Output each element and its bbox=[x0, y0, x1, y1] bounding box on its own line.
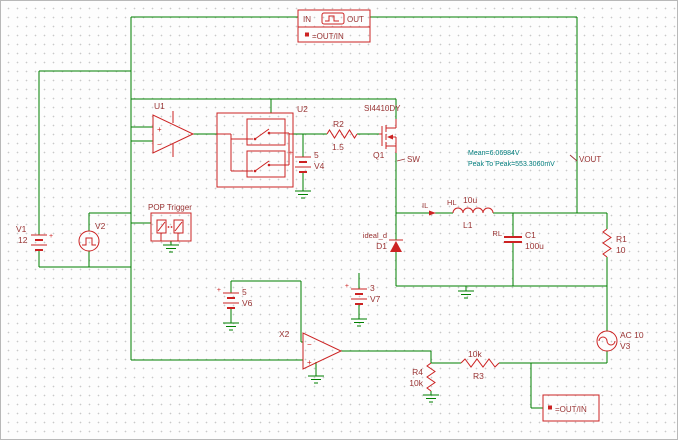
ground-v4 bbox=[295, 190, 311, 199]
q1-part-label[interactable]: SI4410DY bbox=[364, 104, 401, 113]
ground-symbols[interactable] bbox=[163, 190, 474, 403]
component-v3-ac-source[interactable]: AC 10 V3 bbox=[596, 330, 644, 352]
component-r4-resistor[interactable]: R4 10k bbox=[409, 362, 436, 392]
v4-ref-label[interactable]: V4 bbox=[314, 161, 325, 171]
v1-plus-mark: + bbox=[49, 233, 53, 240]
l1-ref-label[interactable]: L1 bbox=[463, 220, 473, 230]
ground-v7 bbox=[351, 318, 367, 327]
q1-ref-label[interactable]: Q1 bbox=[373, 150, 385, 160]
u1-ref-label[interactable]: U1 bbox=[154, 101, 165, 111]
probe-in-label: IN bbox=[303, 15, 311, 24]
v6-ref-label[interactable]: V6 bbox=[242, 298, 253, 308]
probe-bullet-icon bbox=[305, 32, 309, 37]
component-v4-battery[interactable]: 5 V4 + bbox=[289, 150, 325, 173]
component-v1-battery[interactable]: V1 12 + bbox=[16, 224, 53, 251]
v4-plus-mark: + bbox=[289, 150, 293, 157]
component-l1-inductor[interactable]: 10u L1 IL HL bbox=[422, 195, 494, 230]
probe-out-label: OUT bbox=[347, 15, 364, 24]
vout-mean-readout[interactable]: Mean=6.06984V bbox=[468, 150, 520, 157]
r4-value-label[interactable]: 10k bbox=[409, 378, 423, 388]
probe-top-loop-gain[interactable]: IN OUT =OUT/IN bbox=[297, 9, 371, 43]
probe-top-expression[interactable]: =OUT/IN bbox=[312, 32, 344, 41]
v4-value-label[interactable]: 5 bbox=[314, 150, 319, 160]
component-u1-opamp[interactable]: U1 + − bbox=[152, 101, 195, 157]
v3-ref-label[interactable]: V3 bbox=[620, 341, 631, 351]
u2-ref-label[interactable]: U2 bbox=[297, 104, 308, 114]
component-r3-resistor[interactable]: 10k R3 bbox=[460, 349, 500, 381]
c1-ref-label[interactable]: C1 bbox=[525, 230, 536, 240]
v7-ref-label[interactable]: V7 bbox=[370, 294, 381, 304]
net-labels[interactable]: SW VOUT bbox=[396, 154, 601, 164]
v3-value-label[interactable]: AC 10 bbox=[620, 330, 644, 340]
r1-ref-label[interactable]: R1 bbox=[616, 234, 627, 244]
ground-r4 bbox=[423, 394, 439, 403]
component-r2-resistor[interactable]: R2 1.5 bbox=[326, 119, 358, 152]
v1-ref-label[interactable]: V1 bbox=[16, 224, 27, 234]
net-label-sw[interactable]: SW bbox=[407, 155, 420, 164]
component-r1-resistor[interactable]: R1 10 bbox=[602, 228, 627, 258]
r3-ref-label[interactable]: R3 bbox=[473, 371, 484, 381]
x2-minus-mark: − bbox=[307, 340, 312, 349]
current-probe-arrow bbox=[429, 210, 436, 216]
pop-trigger-label[interactable]: POP Trigger bbox=[148, 203, 192, 212]
d1-ref-label[interactable]: D1 bbox=[376, 241, 387, 251]
component-x2-opamp[interactable]: − + X2 bbox=[279, 329, 343, 370]
x2-ref-label[interactable]: X2 bbox=[279, 329, 290, 339]
component-q1-mosfet[interactable]: SI4410DY Q1 bbox=[364, 104, 401, 160]
v2-ref-label[interactable]: V2 bbox=[95, 221, 106, 231]
ground-x2 bbox=[308, 375, 324, 384]
vout-peak-to-peak-readout[interactable]: Peak To Peak=553.3060mV bbox=[468, 161, 555, 168]
probe-bullet-icon bbox=[548, 405, 552, 410]
ground-v6 bbox=[223, 322, 239, 331]
component-v7-battery[interactable]: 3 V7 + bbox=[345, 283, 381, 305]
r3-value-label[interactable]: 10k bbox=[468, 349, 482, 359]
r1-value-label[interactable]: 10 bbox=[616, 245, 626, 255]
probe-il-label[interactable]: IL bbox=[422, 201, 428, 210]
component-pop-trigger[interactable]: POP Trigger bbox=[148, 203, 192, 242]
u1-minus-mark: − bbox=[157, 140, 162, 149]
v6-value-label[interactable]: 5 bbox=[242, 287, 247, 297]
d1-part-label[interactable]: ideal_d bbox=[363, 231, 387, 240]
r4-ref-label[interactable]: R4 bbox=[412, 367, 423, 377]
u1-plus-mark: + bbox=[157, 125, 162, 134]
v7-plus-mark: + bbox=[345, 283, 349, 290]
measurement-readouts[interactable]: Mean=6.06984V Peak To Peak=553.3060mV bbox=[468, 150, 555, 168]
probe-hl-label[interactable]: HL bbox=[447, 198, 457, 207]
component-d1-diode[interactable]: ideal_d D1 bbox=[363, 231, 403, 252]
l1-value-label[interactable]: 10u bbox=[463, 195, 477, 205]
v6-plus-mark: + bbox=[217, 287, 221, 294]
probe-bottom-loop-gain[interactable]: =OUT/IN bbox=[542, 394, 600, 422]
component-c1-capacitor[interactable]: C1 100u RL bbox=[492, 229, 544, 251]
transfer-function-icon bbox=[321, 12, 345, 25]
x2-plus-mark: + bbox=[307, 358, 312, 367]
c1-value-label[interactable]: 100u bbox=[525, 241, 544, 251]
ground-output bbox=[458, 290, 474, 299]
r2-value-label[interactable]: 1.5 bbox=[332, 142, 344, 152]
component-v6-battery[interactable]: 5 V6 + bbox=[217, 287, 253, 309]
ground-pop bbox=[163, 244, 179, 253]
wires[interactable] bbox=[38, 16, 608, 409]
v1-value-label[interactable]: 12 bbox=[18, 235, 28, 245]
v7-value-label[interactable]: 3 bbox=[370, 283, 375, 293]
net-label-vout[interactable]: VOUT bbox=[579, 155, 601, 164]
component-v2-pulse-source[interactable]: V2 bbox=[78, 221, 106, 252]
probe-rl-label[interactable]: RL bbox=[492, 229, 502, 238]
probe-bottom-expression[interactable]: =OUT/IN bbox=[555, 405, 587, 414]
r2-ref-label[interactable]: R2 bbox=[333, 119, 344, 129]
component-u2-driver-block[interactable]: U2 bbox=[216, 104, 308, 188]
